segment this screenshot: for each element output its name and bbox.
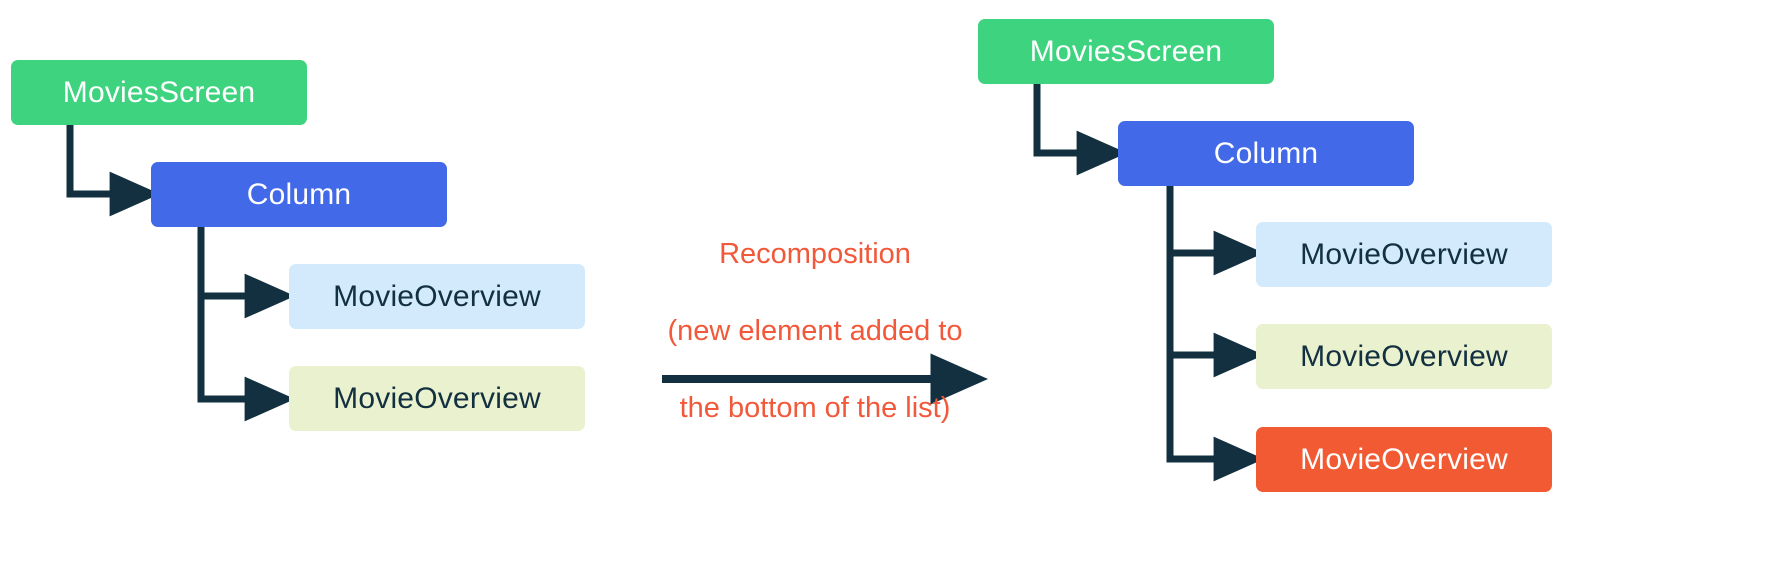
after-item-2-label: MovieOverview xyxy=(1300,339,1508,373)
before-column-label: Column xyxy=(246,177,352,211)
connector-right-column-to-item-1 xyxy=(1166,183,1264,276)
connector-right-column-to-item-3 xyxy=(1166,351,1264,482)
connector-left-screen-to-column xyxy=(66,122,160,217)
before-screen-node[interactable]: MoviesScreen xyxy=(11,60,307,125)
after-column-node[interactable]: Column xyxy=(1118,121,1414,186)
after-item-3-label: MovieOverview xyxy=(1300,442,1508,476)
after-screen-label: MoviesScreen xyxy=(1029,34,1223,68)
transition-caption-line-3: the bottom of the list) xyxy=(679,391,951,424)
after-item-2[interactable]: MovieOverview xyxy=(1256,324,1552,389)
after-column-label: Column xyxy=(1213,136,1319,170)
before-column-node[interactable]: Column xyxy=(151,162,447,227)
after-screen-node[interactable]: MoviesScreen xyxy=(978,19,1274,84)
before-item-2[interactable]: MovieOverview xyxy=(289,366,585,431)
before-item-1[interactable]: MovieOverview xyxy=(289,264,585,329)
after-item-1[interactable]: MovieOverview xyxy=(1256,222,1552,287)
transition-caption-line-2: (new element added to xyxy=(667,314,963,347)
transition-caption-line-1: Recomposition xyxy=(719,237,911,270)
before-screen-label: MoviesScreen xyxy=(62,75,256,109)
connector-right-screen-to-column xyxy=(1033,81,1127,176)
connector-left-column-to-item-2 xyxy=(197,292,295,422)
before-item-2-label: MovieOverview xyxy=(333,381,541,415)
connector-right-column-to-item-2 xyxy=(1166,249,1264,378)
before-item-1-label: MovieOverview xyxy=(333,279,541,313)
after-item-3-new[interactable]: MovieOverview xyxy=(1256,427,1552,492)
after-item-1-label: MovieOverview xyxy=(1300,237,1508,271)
connector-left-column-to-item-1 xyxy=(197,225,295,319)
transition-caption: Recomposition (new element added to the … xyxy=(655,196,975,466)
